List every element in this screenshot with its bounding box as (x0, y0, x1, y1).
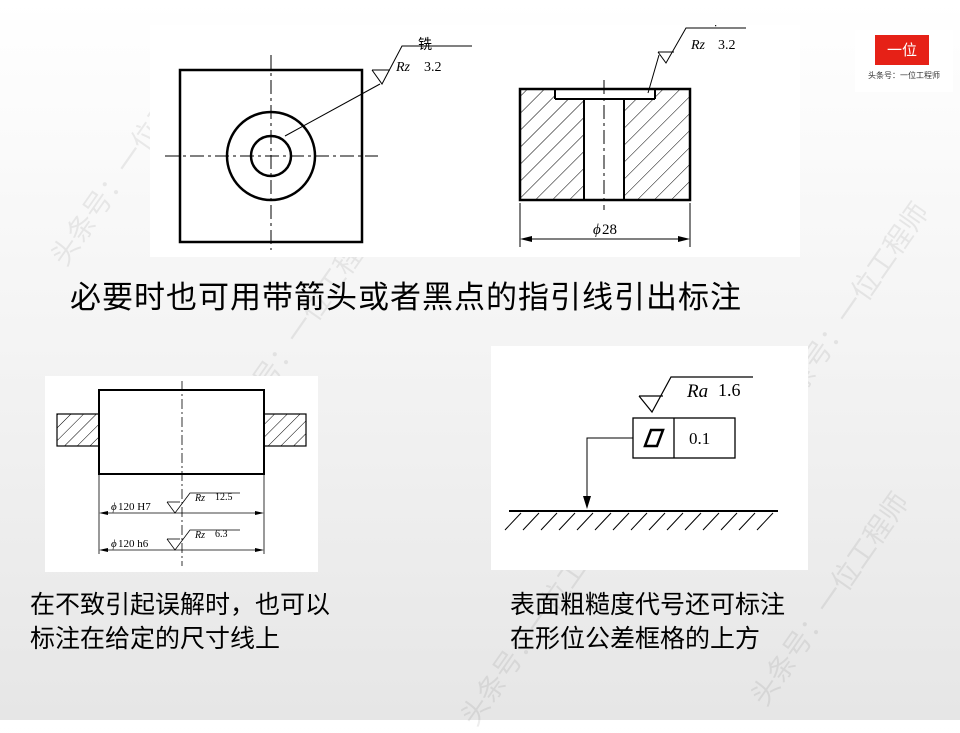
right-caption-line: 表面粗糙度代号还可标注 (510, 590, 786, 619)
logo-subtitle: 头条号：一位工程师 (868, 71, 940, 80)
top-drawing-panel: 铣 Rz 3.2 ϕ 28 (150, 25, 800, 257)
main-caption: 必要时也可用带箭头或者黑点的指引线引出标注 (70, 280, 742, 316)
svg-text:ϕ: ϕ (593, 222, 601, 238)
tolerance-value: 0.1 (689, 429, 710, 448)
diameter-value: 28 (602, 222, 617, 238)
rz-symbol: Rz (194, 530, 205, 541)
rz-value: 12.5 (215, 492, 233, 503)
ra-value: 1.6 (718, 380, 741, 400)
rz-symbol: Rz (395, 60, 411, 75)
left-caption-line: 标注在给定的尺寸线上 (30, 624, 281, 653)
process-label-milling: 铣 (418, 37, 432, 53)
dimension-hole: 120 H7 (118, 501, 151, 513)
rz-symbol: Rz (194, 493, 205, 504)
process-label-turning: 车 (708, 25, 722, 29)
right-caption: 表面粗糙度代号还可标注 在形位公差框格的上方 (510, 588, 930, 656)
rz-value: 6.3 (215, 529, 228, 540)
ra-symbol: Ra (686, 381, 708, 402)
svg-text:ϕ: ϕ (111, 538, 117, 550)
rz-value: 3.2 (718, 38, 736, 53)
svg-text:ϕ: ϕ (111, 501, 117, 513)
logo-mark: 一位 (875, 35, 929, 65)
left-caption: 在不致引起误解时，也可以 标注在给定的尺寸线上 (30, 588, 460, 656)
dimension-shaft: 120 h6 (118, 538, 149, 550)
shaft-drawing-panel: ϕ 120 H7 Rz 12.5 ϕ 120 h6 Rz 6.3 (45, 376, 318, 572)
shaft-drawing: ϕ 120 H7 Rz 12.5 ϕ 120 h6 Rz 6.3 (56, 381, 307, 566)
left-caption-line: 在不致引起误解时，也可以 (30, 590, 331, 619)
tolerance-drawing: Ra 1.6 0.1 (504, 376, 778, 531)
tolerance-drawing-panel: Ra 1.6 0.1 (491, 346, 808, 570)
brand-logo: 一位 头条号：一位工程师 (855, 30, 953, 92)
rz-symbol: Rz (690, 38, 706, 53)
right-caption-line: 在形位公差框格的上方 (510, 624, 761, 653)
rz-value: 3.2 (424, 60, 442, 75)
top-drawings: 铣 Rz 3.2 ϕ 28 (165, 25, 746, 250)
square-plate-view: 铣 Rz 3.2 (165, 37, 472, 250)
section-view: ϕ 28 车 Rz 3.2 (518, 25, 746, 247)
